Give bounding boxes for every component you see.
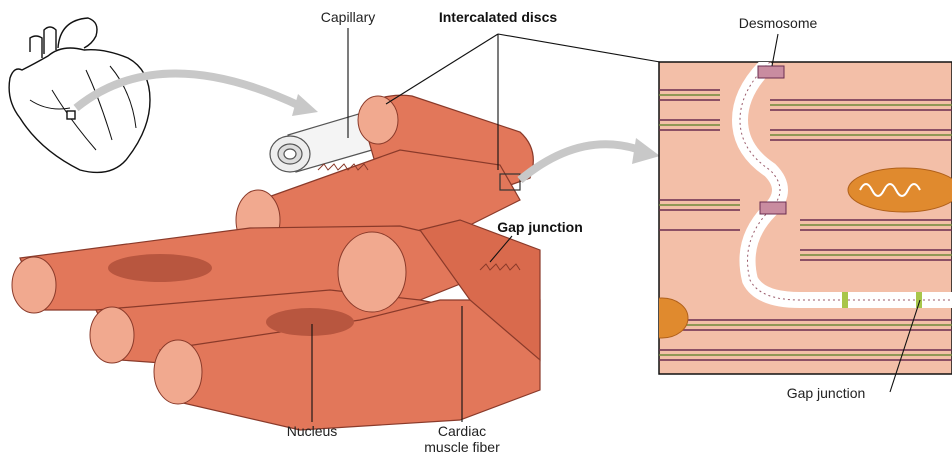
label-nucleus: Nucleus — [287, 423, 338, 439]
heart-icon — [9, 18, 150, 172]
label-intercalated-discs: Intercalated discs — [439, 9, 557, 25]
cardiac-muscle-fiber-lower — [12, 220, 540, 430]
label-cardiac: Cardiac — [438, 423, 486, 439]
zoom-panel — [636, 62, 952, 374]
label-gap-junction-zoom: Gap junction — [787, 385, 866, 401]
label-muscle-fiber: muscle fiber — [424, 439, 500, 455]
capillary — [270, 110, 372, 172]
arrow-to-zoom — [520, 144, 640, 180]
label-gap-junction-fiber: Gap junction — [497, 219, 583, 235]
label-capillary: Capillary — [321, 9, 375, 25]
label-desmosome: Desmosome — [739, 15, 818, 31]
